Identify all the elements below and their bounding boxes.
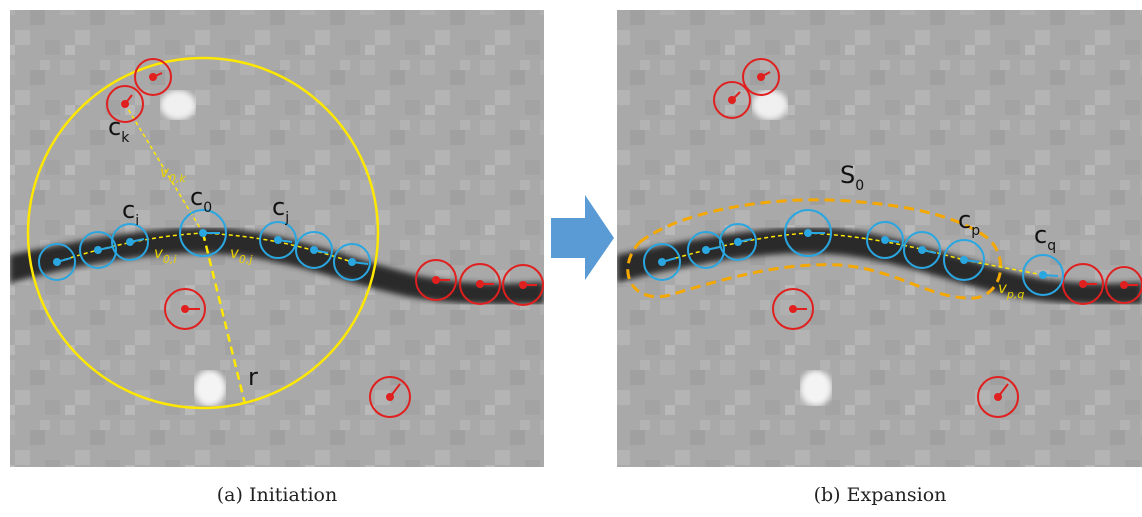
label-r: r (248, 363, 258, 391)
unselected-node (713, 81, 751, 119)
label-ck: ck (108, 113, 130, 146)
selected-node (866, 221, 904, 259)
unselected-node (742, 58, 780, 96)
panel-b-image (617, 10, 1142, 467)
unselected-node (106, 85, 144, 123)
selected-node (784, 209, 832, 257)
selected-node (111, 223, 149, 261)
selected-nodes-a (38, 209, 371, 281)
caption-a: (a) Initiation (217, 484, 337, 506)
selected-node-c0 (179, 209, 227, 257)
selected-node-cq (1022, 254, 1064, 296)
unselected-node (977, 376, 1019, 418)
selected-node (295, 231, 333, 269)
unselected-node (502, 264, 544, 306)
segment-s0-outline (626, 198, 1003, 300)
label-v0i: v0,i (154, 244, 176, 266)
label-ci: ci (122, 196, 139, 229)
unselected-node (1105, 266, 1142, 304)
selected-node (643, 243, 681, 281)
selected-node (903, 231, 941, 269)
label-v0j: v0,j (230, 244, 253, 266)
label-cj: cj (272, 193, 289, 226)
selected-node (719, 223, 757, 261)
selected-node (38, 243, 76, 281)
caption-b: (b) Expansion (814, 484, 947, 506)
selected-node (333, 243, 371, 281)
unselected-node (134, 58, 172, 96)
unselected-node (772, 288, 814, 330)
label-cq: cq (1034, 221, 1056, 254)
unselected-node (369, 376, 411, 418)
radius-line (201, 232, 247, 405)
label-vpq: vp,q (998, 279, 1024, 301)
label-cp: cp (958, 206, 980, 239)
selected-node (687, 231, 725, 269)
selected-node-cp (943, 239, 985, 281)
label-v0k: v0,k (160, 163, 186, 185)
selected-node (79, 231, 117, 269)
unselected-nodes-b (713, 58, 1142, 418)
unselected-node (415, 259, 457, 301)
unselected-node (459, 263, 501, 305)
unselected-nodes-a (106, 58, 544, 418)
unselected-node (1062, 263, 1104, 305)
label-c0: c0 (190, 183, 212, 216)
label-s0: S0 (840, 161, 864, 194)
selected-nodes-b (643, 209, 1064, 296)
selected-node (259, 221, 297, 259)
transition-arrow (551, 195, 614, 280)
unselected-node (164, 288, 206, 330)
search-region-circle (26, 56, 380, 410)
